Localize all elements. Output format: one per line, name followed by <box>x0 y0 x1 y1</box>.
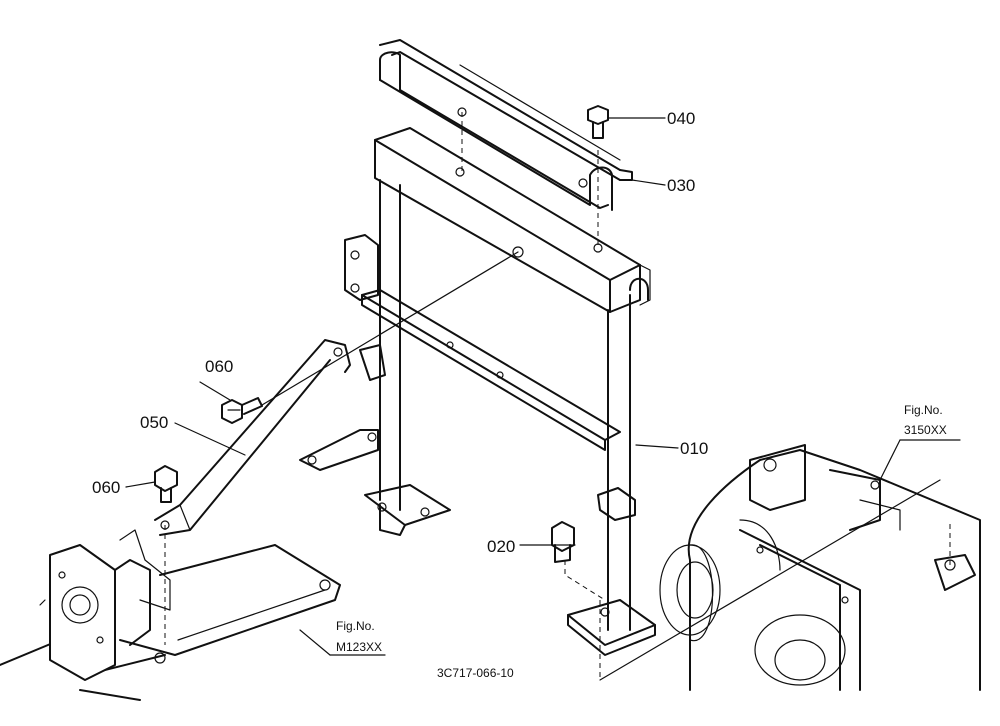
figure-reference-right-line2: 3150XX <box>904 423 947 437</box>
stay-bar <box>154 339 351 645</box>
figure-reference-left-line1: Fig.No. <box>336 619 375 633</box>
bolt-020 <box>551 521 575 563</box>
part-label-040: 040 <box>667 109 695 128</box>
figure-reference-right-line1: Fig.No. <box>904 403 943 417</box>
part-label-020: 020 <box>487 537 515 556</box>
drawing-number: 3C717-066-10 <box>437 666 514 680</box>
leader-lines <box>125 117 961 656</box>
left-bracket-assembly <box>0 529 341 701</box>
figure-reference-left-line2: M123XX <box>336 640 382 654</box>
bolt-060-upper <box>221 397 263 424</box>
part-label-060-upper: 060 <box>205 357 233 376</box>
bolt-060-lower <box>154 465 178 503</box>
part-label-050: 050 <box>140 413 168 432</box>
part-label-010: 010 <box>680 439 708 458</box>
bolt-040 <box>587 105 609 139</box>
top-bracket <box>379 39 633 248</box>
part-label-030: 030 <box>667 176 695 195</box>
part-label-060-lower: 060 <box>92 478 120 497</box>
transmission-housing <box>599 444 981 691</box>
main-stand-frame <box>299 127 656 680</box>
